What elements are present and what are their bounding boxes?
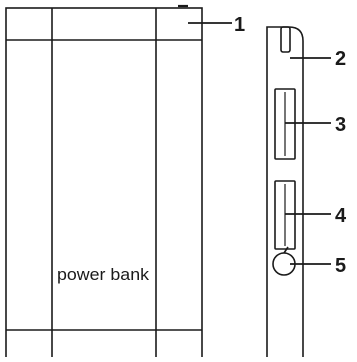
usb-port-1[interactable] xyxy=(274,88,296,160)
device-label: power bank xyxy=(57,265,150,284)
power-bank-side-view xyxy=(266,26,304,362)
micro-usb-port[interactable] xyxy=(280,26,291,53)
callout-number-2: 2 xyxy=(335,48,346,70)
usb-port-2[interactable] xyxy=(274,180,296,250)
leader-lines xyxy=(188,22,331,265)
callout-number-3: 3 xyxy=(335,114,346,136)
callout-number-4: 4 xyxy=(335,205,347,227)
power-bank-body xyxy=(5,7,203,360)
callout-number-5: 5 xyxy=(335,255,346,277)
led-indicator-tick xyxy=(283,246,289,254)
power-bank-front-view xyxy=(5,4,203,360)
callout-number-1: 1 xyxy=(234,14,245,36)
